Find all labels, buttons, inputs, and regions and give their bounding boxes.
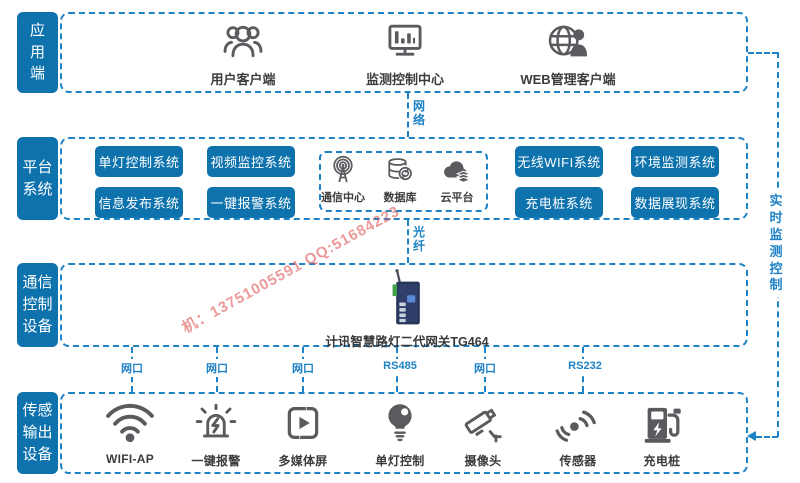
port-label-4: RS485: [380, 359, 420, 373]
core-database-label: 数据库: [383, 192, 417, 204]
client-user: 用户客户端: [183, 19, 303, 88]
device-camera: 摄像头: [441, 400, 525, 469]
device-ev-charger-label: 充电桩: [643, 454, 681, 468]
device-alarm: 一键报警: [174, 400, 258, 469]
core-comm-center-label: 通信中心: [321, 192, 365, 204]
cctv-camera-icon: [441, 400, 525, 448]
system-button-single-lamp: 单灯控制系统: [95, 146, 183, 177]
gateway-layer-label: 通信控制设备: [17, 263, 58, 347]
devices-layer-label-text: 传感输出设备: [22, 402, 53, 463]
users-icon: [183, 19, 303, 65]
port-label-1: 网口: [118, 359, 146, 377]
port-label-2: 网口: [203, 359, 231, 377]
ev-charger-icon: [620, 400, 704, 448]
device-ev-charger: 充电桩: [620, 400, 704, 469]
device-media-screen-label: 多媒体屏: [278, 454, 328, 468]
system-button-one-key-alarm: 一键报警系统: [207, 187, 295, 218]
application-layer-label-text: 应用端: [29, 21, 45, 83]
cloud-icon: [430, 155, 484, 187]
system-button-wireless-wifi: 无线WIFI系统: [515, 146, 603, 177]
system-button-info-publish: 信息发布系统: [95, 187, 183, 218]
device-sensor-label: 传感器: [559, 454, 597, 468]
gateway-layer-label-text: 通信控制设备: [22, 274, 53, 335]
gateway-device-label: 计讯智慧路灯二代网关TG464: [325, 335, 489, 349]
client-web: WEB管理客户端: [508, 19, 628, 88]
wifi-icon: [88, 400, 172, 448]
sensor-icon: [536, 400, 620, 448]
globe-user-icon: [508, 19, 628, 65]
device-wifi-ap: WIFI-AP: [88, 400, 172, 466]
bulb-icon: [358, 400, 442, 448]
client-web-label: WEB管理客户端: [520, 72, 616, 87]
devices-layer-label: 传感输出设备: [17, 392, 58, 474]
feedback-arrowhead-icon: [747, 431, 756, 441]
fiber-connector-line: [407, 220, 409, 263]
system-button-charging-pile: 充电桩系统: [515, 187, 603, 218]
client-monitor-center: 监测控制中心: [345, 19, 465, 88]
client-monitor-center-label: 监测控制中心: [365, 72, 444, 87]
client-user-label: 用户客户端: [210, 72, 276, 87]
device-media-screen: 多媒体屏: [261, 400, 345, 469]
core-database: 数据库: [373, 155, 427, 205]
port-label-5: 网口: [471, 359, 499, 377]
gateway-layer-box: [60, 263, 748, 347]
feedback-line-bottom: [756, 436, 778, 438]
network-connector-label: 网络: [412, 99, 426, 128]
core-cloud-platform: 云平台: [430, 155, 484, 205]
feedback-line-top: [748, 52, 778, 54]
antenna-icon: [316, 155, 370, 187]
device-single-lamp: 单灯控制: [358, 400, 442, 469]
device-sensor: 传感器: [536, 400, 620, 469]
system-button-video-surveillance: 视频监控系统: [207, 146, 295, 177]
device-alarm-label: 一键报警: [191, 454, 241, 468]
network-connector-line: [407, 93, 409, 137]
media-screen-icon: [261, 400, 345, 448]
core-cloud-platform-label: 云平台: [440, 192, 474, 204]
fiber-connector-label: 光纤: [412, 225, 426, 254]
alarm-icon: [174, 400, 258, 448]
platform-layer-label-text: 平台系统: [22, 158, 53, 198]
gateway-device-image: [388, 267, 428, 329]
device-camera-label: 摄像头: [464, 454, 502, 468]
port-label-3: 网口: [289, 359, 317, 377]
feedback-label: 实时监测控制: [768, 190, 784, 298]
port-label-6: RS232: [565, 359, 605, 373]
system-button-env-monitor: 环境监测系统: [631, 146, 719, 177]
platform-layer-label: 平台系统: [17, 137, 58, 220]
platform-core-box: [319, 151, 488, 212]
platform-layer-box: [60, 137, 748, 220]
database-icon: [373, 155, 427, 187]
core-comm-center: 通信中心: [316, 155, 370, 205]
device-single-lamp-label: 单灯控制: [375, 454, 425, 468]
application-layer-box: [60, 12, 748, 93]
device-wifi-ap-label: WIFI-AP: [105, 452, 155, 466]
application-layer-label: 应用端: [17, 12, 58, 93]
monitor-chart-icon: [345, 19, 465, 65]
system-button-data-display: 数据展现系统: [631, 187, 719, 218]
